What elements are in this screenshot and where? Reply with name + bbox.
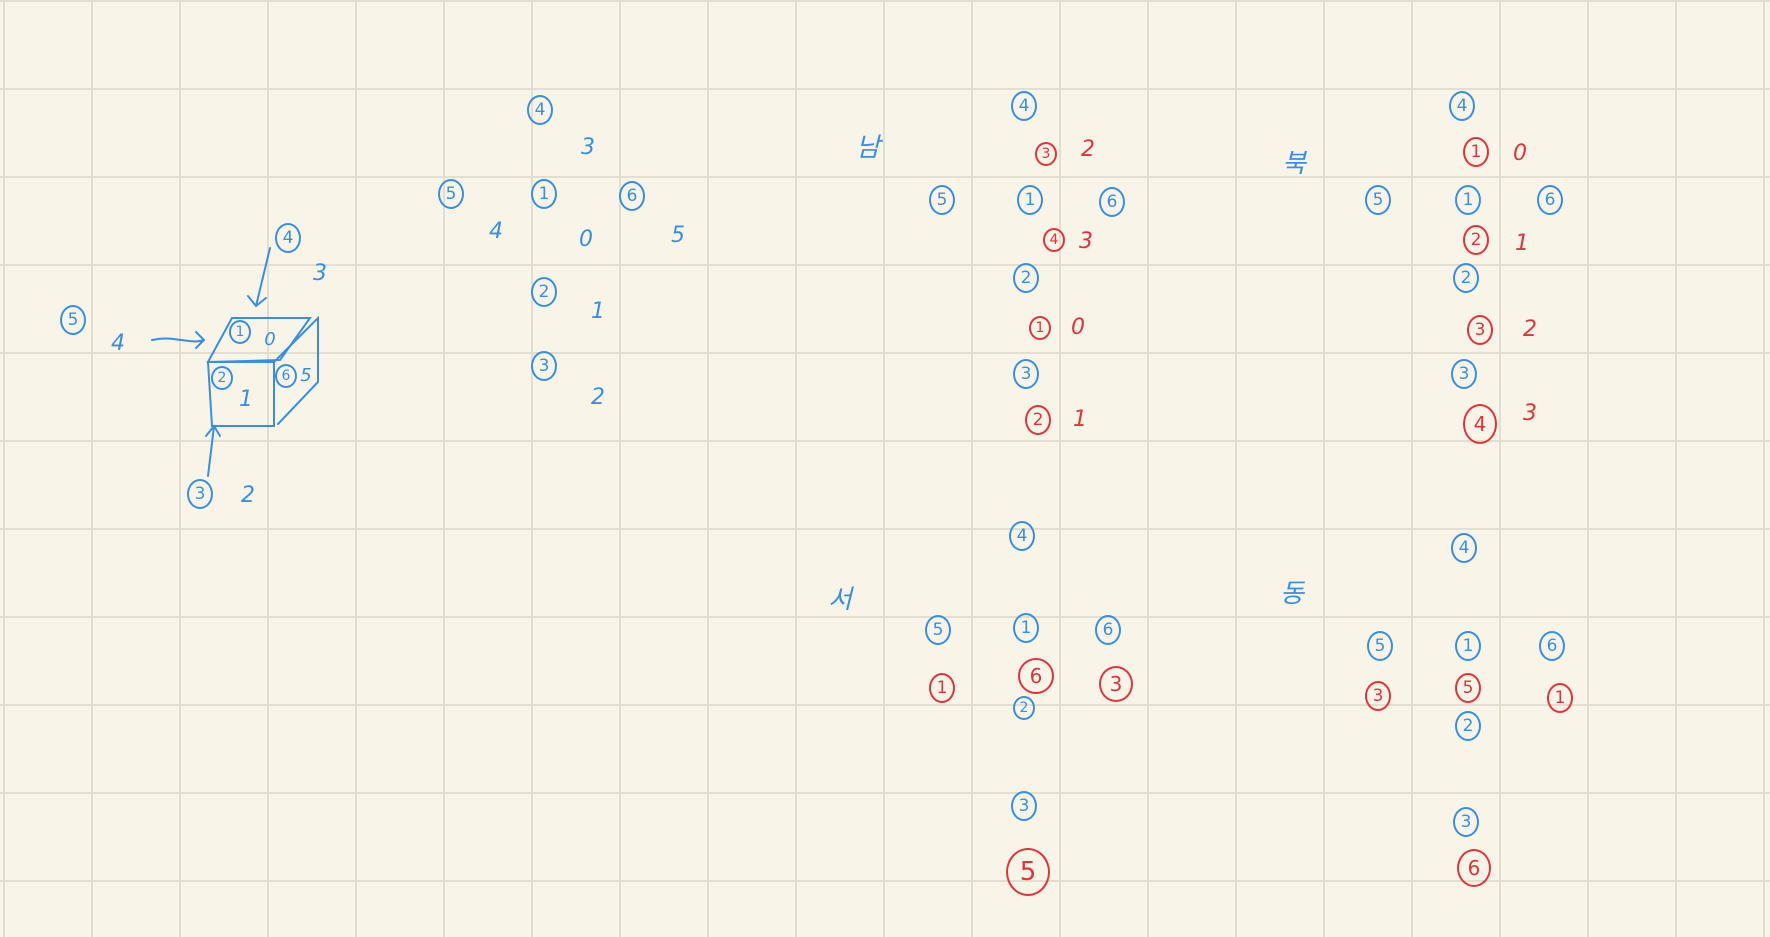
north-label: 북: [1282, 149, 1306, 179]
cube-top-label: 4: [275, 223, 301, 253]
cube-face-front-num: 1: [239, 387, 253, 412]
west-row3: 3: [1011, 791, 1037, 821]
cube-face-front: 2: [211, 366, 233, 390]
east-label: 동: [1280, 579, 1304, 609]
north-red3-num: 2: [1523, 317, 1537, 342]
net-left-num: 4: [489, 219, 503, 244]
south-red4: 2: [1025, 405, 1051, 435]
north-row3: 3: [1451, 359, 1477, 389]
north-red4: 4: [1463, 404, 1497, 444]
north-red2: 2: [1463, 225, 1489, 255]
cube-bottom-label: 3: [187, 479, 213, 509]
cube-bottom-num: 2: [241, 483, 255, 508]
south-red1-num: 2: [1081, 137, 1095, 162]
net-top-num: 3: [581, 135, 595, 160]
north-red1: 1: [1463, 137, 1489, 167]
east-red-bottom: 6: [1457, 849, 1491, 887]
east-top: 4: [1451, 533, 1477, 563]
cube-left-label: 5: [60, 305, 86, 335]
south-row3: 3: [1013, 359, 1039, 389]
west-top: 4: [1009, 521, 1035, 551]
south-red3-num: 0: [1071, 315, 1085, 340]
south-red1: 3: [1035, 142, 1057, 166]
south-red2-num: 3: [1079, 229, 1093, 254]
west-left: 5: [925, 615, 951, 645]
east-row2: 2: [1455, 711, 1481, 741]
west-red-bottom: 5: [1006, 848, 1050, 896]
south-row2: 2: [1013, 263, 1039, 293]
west-label: 서: [828, 585, 852, 615]
north-center: 1: [1455, 185, 1481, 215]
north-red3: 3: [1467, 315, 1493, 345]
west-center: 1: [1013, 613, 1039, 643]
cube-face-top-num: 0: [264, 329, 276, 350]
arrow-top: [247, 247, 271, 308]
north-row2: 2: [1453, 263, 1479, 293]
east-right: 6: [1539, 631, 1565, 661]
south-top: 4: [1011, 91, 1037, 121]
south-right: 6: [1099, 187, 1125, 217]
net-right: 6: [619, 181, 645, 211]
east-left: 5: [1367, 631, 1393, 661]
cube-face-right: 6: [275, 364, 297, 388]
north-top: 4: [1449, 91, 1475, 121]
net-below1: 2: [531, 277, 557, 307]
cube-left-num: 4: [111, 331, 125, 356]
west-red-center: 6: [1018, 658, 1054, 694]
north-right: 6: [1537, 185, 1563, 215]
net-below2: 3: [531, 351, 557, 381]
cube-top-face: [206, 317, 312, 364]
cube-face-top: 1: [229, 320, 251, 344]
west-red-right: 3: [1099, 666, 1133, 702]
south-red3: 1: [1029, 316, 1051, 340]
net-below1-num: 1: [591, 299, 605, 324]
south-label: 남: [856, 133, 880, 163]
net-top: 4: [527, 95, 553, 125]
cube-top-num: 3: [313, 261, 327, 286]
north-red1-num: 0: [1513, 141, 1527, 166]
east-red-right: 1: [1547, 683, 1573, 713]
east-center: 1: [1455, 631, 1481, 661]
arrow-bottom: [205, 424, 221, 477]
net-left: 5: [438, 179, 464, 209]
net-below2-num: 2: [591, 385, 605, 410]
net-center: 1: [531, 179, 557, 209]
south-red2: 4: [1043, 228, 1065, 252]
east-row3: 3: [1453, 807, 1479, 837]
west-right: 6: [1095, 615, 1121, 645]
south-red4-num: 1: [1073, 407, 1087, 432]
south-left: 5: [929, 185, 955, 215]
arrow-left: [151, 331, 206, 349]
cube-face-right-num: 5: [300, 365, 312, 386]
net-center-num: 0: [579, 227, 593, 252]
south-center: 1: [1017, 185, 1043, 215]
east-red-left: 3: [1365, 681, 1391, 711]
east-red-center: 5: [1455, 673, 1481, 703]
north-red2-num: 1: [1515, 231, 1529, 256]
north-left: 5: [1365, 185, 1391, 215]
north-red4-num: 3: [1523, 401, 1537, 426]
net-right-num: 5: [671, 223, 685, 248]
west-row2: 2: [1013, 696, 1035, 720]
west-red-left: 1: [929, 673, 955, 703]
